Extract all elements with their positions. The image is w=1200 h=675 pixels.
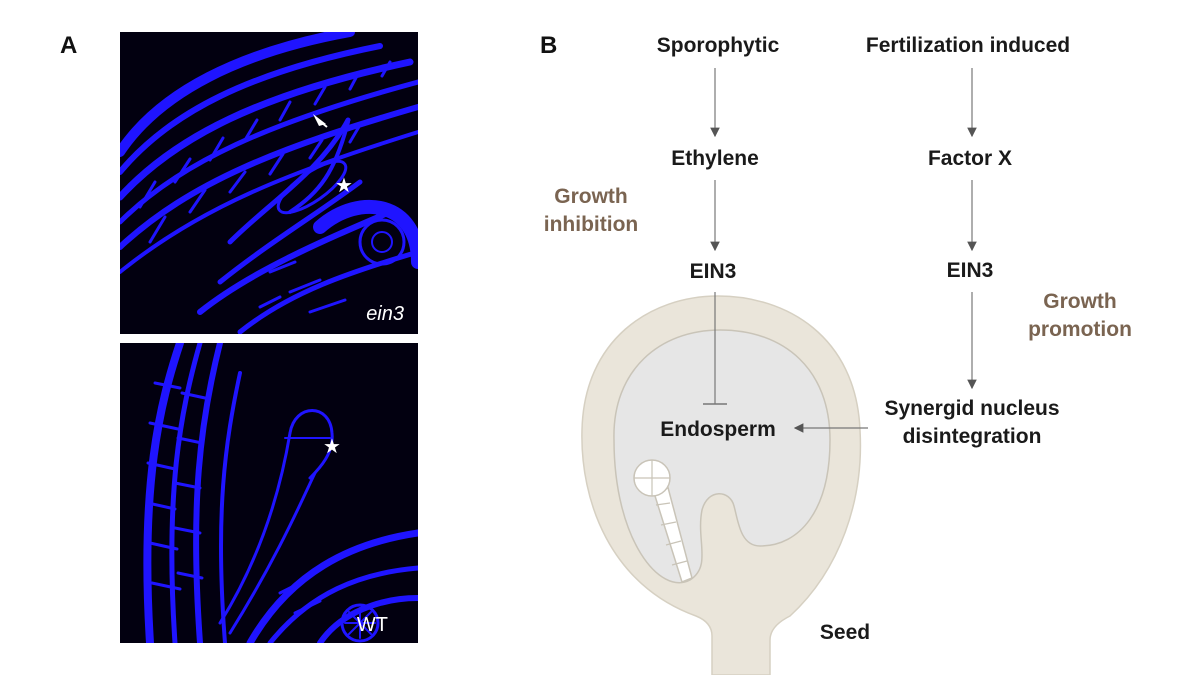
label-growth-promotion: Growth promotion [1028, 288, 1132, 344]
growth-inhibition-line2: inhibition [543, 213, 639, 236]
node-factor-x: Factor X [927, 147, 1013, 170]
pollen-tube [633, 459, 693, 583]
node-ethylene: Ethylene [671, 147, 759, 170]
micrograph-ein3-caption: ein3 [366, 303, 404, 325]
panel-b-label: B [540, 32, 558, 59]
micrograph-wt-image: ★ [143, 343, 418, 643]
growth-promotion-line1: Growth [1043, 290, 1117, 313]
micrograph-ein3: ★ ein3 [120, 32, 418, 334]
star-marker: ★ [323, 434, 341, 458]
node-fertilization-induced: Fertilization induced [865, 34, 1071, 57]
growth-inhibition-line1: Growth [554, 185, 628, 208]
node-ein3-right: EIN3 [946, 259, 994, 282]
label-growth-inhibition: Growth inhibition [544, 183, 638, 239]
label-seed: Seed [819, 621, 871, 644]
panel-a-label: A [60, 32, 78, 59]
node-synergid-disintegration: Synergid nucleus disintegration [884, 395, 1059, 451]
synergid-line2: disintegration [902, 425, 1042, 448]
node-sporophytic: Sporophytic [656, 34, 780, 57]
growth-promotion-line2: promotion [1028, 318, 1132, 341]
micrograph-wt: ★ WT [120, 343, 418, 643]
micrograph-ein3-image: ★ [120, 32, 418, 334]
star-marker: ★ [335, 173, 353, 197]
node-endosperm: Endosperm [660, 418, 776, 441]
node-ein3-left: EIN3 [689, 260, 737, 283]
synergid-line1: Synergid nucleus [884, 397, 1060, 420]
micrograph-wt-caption: WT [356, 614, 388, 636]
